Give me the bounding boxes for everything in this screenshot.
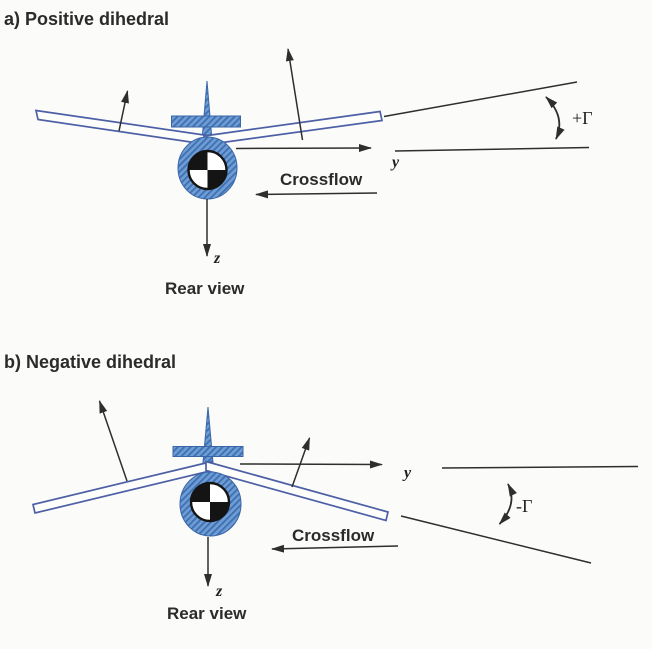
aircraft-rear-view	[31, 406, 390, 537]
panel-heading: b) Negative dihedral	[4, 352, 176, 372]
vertical-fin	[201, 406, 215, 469]
crossflow-label: Crossflow	[292, 526, 375, 545]
lift-arrow-right	[291, 437, 311, 488]
lift-arrow-left	[118, 90, 129, 132]
horizontal-reference-line	[441, 465, 639, 469]
y-axis-arrow	[239, 460, 383, 469]
dihedral-angle-label: -Γ	[516, 496, 532, 516]
panel-heading: a) Positive dihedral	[4, 9, 169, 29]
horizontal-stabilizer	[171, 115, 241, 128]
y-axis-label: y	[402, 465, 412, 482]
cg-quadrant-top-left	[188, 151, 208, 170]
cg-symbol	[187, 149, 228, 191]
cg-symbol	[189, 481, 231, 523]
wing-reference-line	[383, 81, 578, 118]
rear-view-label: Rear view	[167, 604, 247, 623]
panel-negative-dihedral: b) Negative dihedral y -Γ Crossflow	[4, 352, 639, 623]
z-axis-label: z	[215, 583, 223, 600]
aircraft-rear-view	[34, 80, 384, 200]
crossflow-arrow	[255, 190, 378, 199]
right-wing	[205, 460, 390, 522]
lift-arrow-left	[98, 400, 128, 482]
y-axis-arrow	[235, 144, 372, 153]
crossflow-label: Crossflow	[280, 170, 363, 189]
panel-positive-dihedral: a) Positive dihedral y Crossflow z Rear …	[4, 9, 593, 298]
wing-reference-line	[400, 515, 592, 564]
horizontal-stabilizer	[172, 446, 244, 457]
y-axis-label: y	[390, 154, 400, 171]
dihedral-angle-arc	[545, 96, 565, 140]
lift-arrow-right	[285, 48, 304, 141]
cg-quadrant-bottom-right	[207, 170, 227, 189]
dihedral-angle-arc	[498, 483, 517, 525]
horizontal-reference-line	[394, 146, 590, 152]
cg-quadrant-top-left	[191, 483, 210, 502]
dihedral-angle-label: +Γ	[572, 108, 593, 128]
rear-view-label: Rear view	[165, 279, 245, 298]
crossflow-arrow	[271, 544, 399, 553]
z-axis-label: z	[213, 250, 221, 267]
cg-quadrant-bottom-right	[210, 502, 229, 521]
